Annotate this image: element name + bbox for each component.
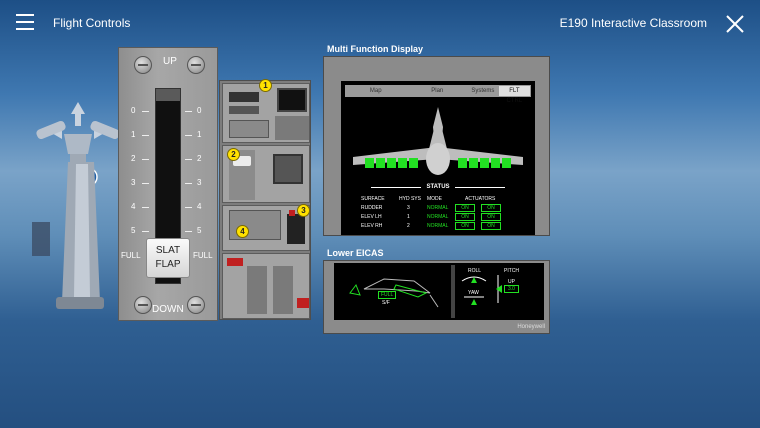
pedestal-bottom-panel[interactable] xyxy=(222,253,310,319)
tick-left-1: 1 xyxy=(131,130,136,139)
mfd-frame: Map Plan Systems FLT CTRL STATUS xyxy=(323,56,550,236)
top-bar: Flight Controls E190 Interactive Classro… xyxy=(0,0,760,46)
eicas-pitch-label: PITCH xyxy=(504,268,519,274)
row-actuator-2: ON xyxy=(481,221,501,230)
mfd-label: Multi Function Display xyxy=(327,44,423,54)
status-title: STATUS xyxy=(426,184,450,190)
row-actuator-1: ON xyxy=(455,212,475,221)
tick-right-5: 5 xyxy=(197,226,202,235)
tick-left-2: 2 xyxy=(131,154,136,163)
row-surface: ELEV LH xyxy=(361,213,382,220)
mfd-tab-systems[interactable]: Systems xyxy=(471,88,495,94)
tick-left-3: 3 xyxy=(131,178,136,187)
full-label-left: FULL xyxy=(121,251,141,260)
tick-right-0: 0 xyxy=(197,106,202,115)
screw-icon xyxy=(187,56,205,74)
tick-right-4: 4 xyxy=(197,202,202,211)
slat-flap-handle[interactable]: SLAT FLAP xyxy=(146,238,190,278)
pedestal-overview xyxy=(219,80,311,320)
pedestal-marker-1[interactable]: 1 xyxy=(259,79,272,92)
arrow-up-icon xyxy=(71,102,85,114)
row-hyd: 3 xyxy=(407,204,410,211)
table-row: RUDDER 3 NORMAL ON ON xyxy=(361,203,521,212)
aircraft-synoptic xyxy=(353,107,523,175)
row-surface: ELEV RH xyxy=(361,222,383,229)
eicas-slat-flap-graphic xyxy=(349,265,502,318)
pedestal-marker-3[interactable]: 3 xyxy=(297,204,310,217)
slat-flap-panel: UP DOWN 0 1 2 3 4 5 0 1 2 3 4 5 FULL FUL… xyxy=(118,47,218,321)
row-mode: NORMAL xyxy=(427,222,449,229)
mfd-tab-bar: Map Plan Systems FLT CTRL xyxy=(345,85,531,104)
tick-right-1: 1 xyxy=(197,130,202,139)
row-actuator-1: ON xyxy=(455,221,475,230)
eicas-screen: FULL S/F ROLL PITCH UP 3.0 YAW xyxy=(334,263,544,320)
handle-label-line1: SLAT xyxy=(155,245,181,256)
eicas-pitch-value: 3.0 xyxy=(504,285,519,293)
eicas-up-label: UP xyxy=(508,279,515,285)
status-header-row: SURFACE HYD SYS MODE ACTUATORS xyxy=(361,194,521,203)
row-hyd: 2 xyxy=(407,222,410,229)
row-mode: NORMAL xyxy=(427,213,449,220)
eicas-frame: FULL S/F ROLL PITCH UP 3.0 YAW Honeywell xyxy=(323,260,550,334)
pedestal-marker-2[interactable]: 2 xyxy=(227,148,240,161)
mfd-tab-flt-ctrl[interactable]: FLT CTRL xyxy=(498,86,530,104)
mfd-tab-plan[interactable]: Plan xyxy=(431,88,444,94)
tick-left-5: 5 xyxy=(131,226,136,235)
menu-icon[interactable] xyxy=(16,14,34,32)
row-mode: NORMAL xyxy=(427,204,449,211)
row-actuator-2: ON xyxy=(481,212,501,221)
flap-up-label: UP xyxy=(163,56,177,67)
row-hyd: 1 xyxy=(407,213,410,220)
pedestal-marker-4[interactable]: 4 xyxy=(236,225,249,238)
tick-left-0: 0 xyxy=(131,106,136,115)
eicas-flap-sub: S/F xyxy=(382,300,390,306)
mfd-screen: Map Plan Systems FLT CTRL STATUS xyxy=(341,81,535,235)
screw-icon xyxy=(187,296,205,314)
mfd-tab-map[interactable]: Map xyxy=(369,88,382,94)
screw-icon xyxy=(134,296,152,314)
row-actuator-2: ON xyxy=(481,203,501,212)
status-header-mode: MODE xyxy=(427,195,442,202)
status-header-hyd: HYD SYS xyxy=(399,195,421,202)
row-surface: RUDDER xyxy=(361,204,383,211)
row-actuator-1: ON xyxy=(455,203,475,212)
pedestal-throttle-panel[interactable] xyxy=(222,145,310,203)
tick-right-2: 2 xyxy=(197,154,202,163)
close-icon[interactable] xyxy=(726,15,744,33)
page-title: Flight Controls xyxy=(53,16,131,30)
eicas-roll-label: ROLL xyxy=(468,268,482,274)
screw-icon xyxy=(134,56,152,74)
brand-logo: Honeywell xyxy=(517,324,545,330)
table-row: ELEV RH 2 NORMAL ON ON xyxy=(361,221,521,230)
status-table: SURFACE HYD SYS MODE ACTUATORS RUDDER 3 … xyxy=(361,194,521,230)
tick-right-3: 3 xyxy=(197,178,202,187)
sidestick-illustration xyxy=(32,102,120,309)
eicas-flap-readout: FULL xyxy=(378,291,397,299)
table-row: ELEV LH 1 NORMAL ON ON xyxy=(361,212,521,221)
flap-down-label: DOWN xyxy=(152,304,184,315)
status-header-actuators: ACTUATORS xyxy=(465,195,496,202)
eicas-label: Lower EICAS xyxy=(327,248,384,258)
status-header-surface: SURFACE xyxy=(361,195,385,202)
pedestal-top-panel[interactable] xyxy=(222,83,310,143)
handle-label-line2: FLAP xyxy=(155,259,181,270)
full-label-right: FULL xyxy=(193,251,213,260)
tick-left-4: 4 xyxy=(131,202,136,211)
eicas-yaw-label: YAW xyxy=(468,290,479,296)
course-title: E190 Interactive Classroom xyxy=(559,16,707,30)
